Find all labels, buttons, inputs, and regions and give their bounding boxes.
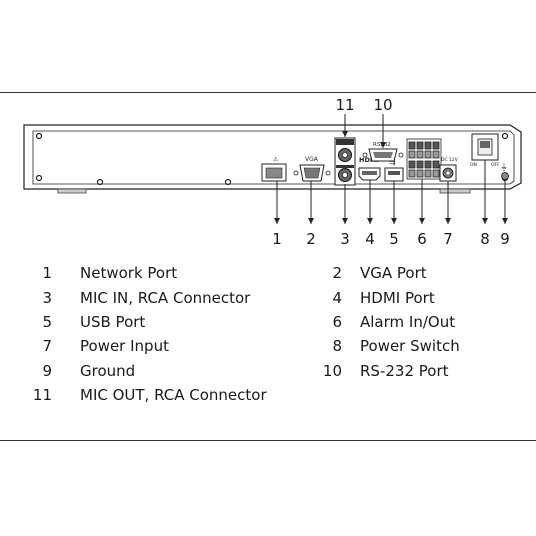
- rca-connectors-icon: [334, 137, 356, 186]
- legend-num: 7: [42, 337, 52, 355]
- dc12v-panel-label: DC 12V: [441, 157, 459, 163]
- legend-label: Network Port: [80, 264, 178, 282]
- legend-num: 11: [32, 386, 52, 404]
- alarm-terminal-icon: [406, 138, 442, 180]
- callout-10: 10: [373, 96, 392, 114]
- legend-label: MIC IN, RCA Connector: [80, 289, 251, 307]
- hdmi-port-icon: HDMI: [358, 156, 381, 181]
- power-switch-icon: ON OFF: [470, 133, 500, 168]
- vga-panel-label: VGA: [305, 156, 319, 163]
- legend-label: USB Port: [80, 313, 146, 331]
- vga-port-icon: VGA: [293, 156, 331, 182]
- svg-text:⏚: ⏚: [500, 163, 508, 172]
- callout-11: 11: [335, 96, 354, 114]
- switch-on-label: ON: [470, 162, 477, 168]
- ground-terminal-icon: ⏚: [500, 163, 509, 180]
- legend-num: 4: [332, 289, 342, 307]
- legend-label: RS-232 Port: [360, 362, 449, 380]
- network-port-icon: ⚠: [261, 156, 287, 182]
- svg-text:⚠: ⚠: [273, 156, 279, 163]
- leader-arrows: [274, 131, 508, 224]
- legend-num: 6: [332, 313, 342, 331]
- legend-num: 3: [42, 289, 52, 307]
- rear-panel-diagram: ⚠ VGA HDMI ⇶ RS232: [23, 96, 522, 248]
- legend-label: Alarm In/Out: [360, 313, 456, 331]
- legend-num: 9: [42, 362, 52, 380]
- legend-num: 2: [332, 264, 342, 282]
- power-input-icon: DC 12V: [439, 157, 459, 182]
- legend-label: Power Input: [80, 337, 169, 355]
- leader-lines: [276, 114, 506, 224]
- callout-7: 7: [443, 230, 453, 248]
- legend-label: VGA Port: [360, 264, 427, 282]
- callout-6: 6: [417, 230, 427, 248]
- callout-2: 2: [306, 230, 316, 248]
- callout-4: 4: [365, 230, 375, 248]
- legend-num: 8: [332, 337, 342, 355]
- switch-off-label: OFF: [491, 162, 500, 168]
- callout-5: 5: [389, 230, 399, 248]
- legend-num: 5: [42, 313, 52, 331]
- callout-9: 9: [500, 230, 510, 248]
- legend-label: HDMI Port: [360, 289, 435, 307]
- top-divider: [0, 92, 536, 93]
- legend-num: 1: [42, 264, 52, 282]
- legend-label: Power Switch: [360, 337, 460, 355]
- callout-1: 1: [272, 230, 282, 248]
- legend-num: 10: [322, 362, 342, 380]
- bottom-divider: [0, 440, 536, 441]
- legend-label: MIC OUT, RCA Connector: [80, 386, 267, 404]
- callout-8: 8: [480, 230, 490, 248]
- hdmi-panel-label: HDMI: [359, 156, 379, 164]
- legend-label: Ground: [80, 362, 136, 380]
- callout-3: 3: [340, 230, 350, 248]
